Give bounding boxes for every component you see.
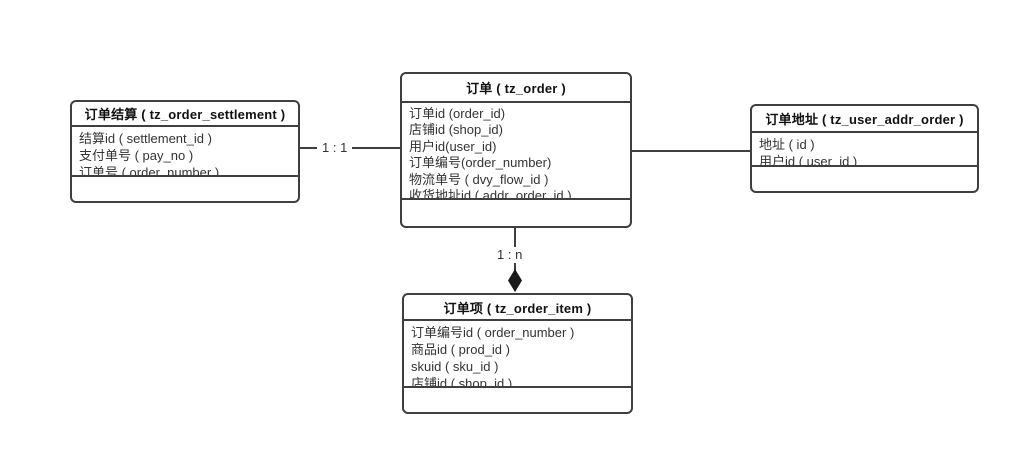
entity-field: 店铺id ( shop_id ) — [411, 376, 513, 388]
entity-order-item[interactable]: 订单项 ( tz_order_item ) 订单编号id ( order_num… — [402, 293, 633, 414]
entity-field: 店铺id (shop_id) — [409, 122, 503, 138]
filled-diamond-arrow-icon — [508, 269, 522, 292]
entity-title-user-addr-order: 订单地址 ( tz_user_addr_order ) — [752, 106, 977, 133]
entity-field: 商品id ( prod_id ) — [411, 342, 510, 357]
entity-field: 订单编号id ( order_number ) — [411, 325, 575, 340]
entity-field: 支付单号 ( pay_no ) — [79, 148, 194, 163]
entity-field: 收货地址id ( addr_order_id ) — [409, 188, 572, 200]
entity-user-addr-order[interactable]: 订单地址 ( tz_user_addr_order ) 地址 ( id ) 用户i… — [750, 104, 979, 193]
entity-field: 地址 ( id ) — [759, 137, 815, 152]
entity-order[interactable]: 订单 ( tz_order ) 订单id (order_id)店铺id (sho… — [400, 72, 632, 228]
entity-order-settlement[interactable]: 订单结算 ( tz_order_settlement ) 结算id ( sett… — [70, 100, 300, 203]
entity-field: 订单id (order_id) — [409, 106, 506, 121]
connector-order-address — [630, 150, 750, 152]
entity-field: 结算id ( settlement_id ) — [79, 131, 212, 146]
entity-field: 订单编号(order_number) — [409, 155, 552, 171]
entity-footer-order — [402, 200, 630, 226]
entity-field: 用户id(user_id) — [409, 138, 497, 154]
entity-title-order-item: 订单项 ( tz_order_item ) — [404, 295, 631, 321]
entity-field: 物流单号 ( dvy_flow_id ) — [409, 171, 549, 187]
entity-field: skuid ( sku_id ) — [411, 359, 499, 374]
entity-fields-order-settlement: 结算id ( settlement_id ) 支付单号 ( pay_no ) 订单号… — [72, 127, 298, 177]
entity-fields-user-addr-order: 地址 ( id ) 用户id ( user_id ) — [752, 133, 977, 167]
entity-footer-user-addr-order — [752, 167, 977, 191]
entity-footer-order-settlement — [72, 177, 298, 201]
relation-label-1-1: 1 : 1 — [317, 140, 353, 156]
entity-field: 用户id ( user_id ) — [759, 154, 858, 167]
entity-title-order-settlement: 订单结算 ( tz_order_settlement ) — [72, 102, 298, 127]
entity-field: 订单号 ( order_number ) — [79, 165, 220, 177]
relation-label-1-n: 1 : n — [492, 247, 528, 263]
entity-footer-order-item — [404, 388, 631, 412]
entity-fields-order-item: 订单编号id ( order_number ) 商品id ( prod_id ) s… — [404, 321, 631, 388]
entity-title-order: 订单 ( tz_order ) — [402, 74, 630, 103]
entity-fields-order: 订单id (order_id)店铺id (shop_id)用户id(user_i… — [402, 103, 630, 200]
